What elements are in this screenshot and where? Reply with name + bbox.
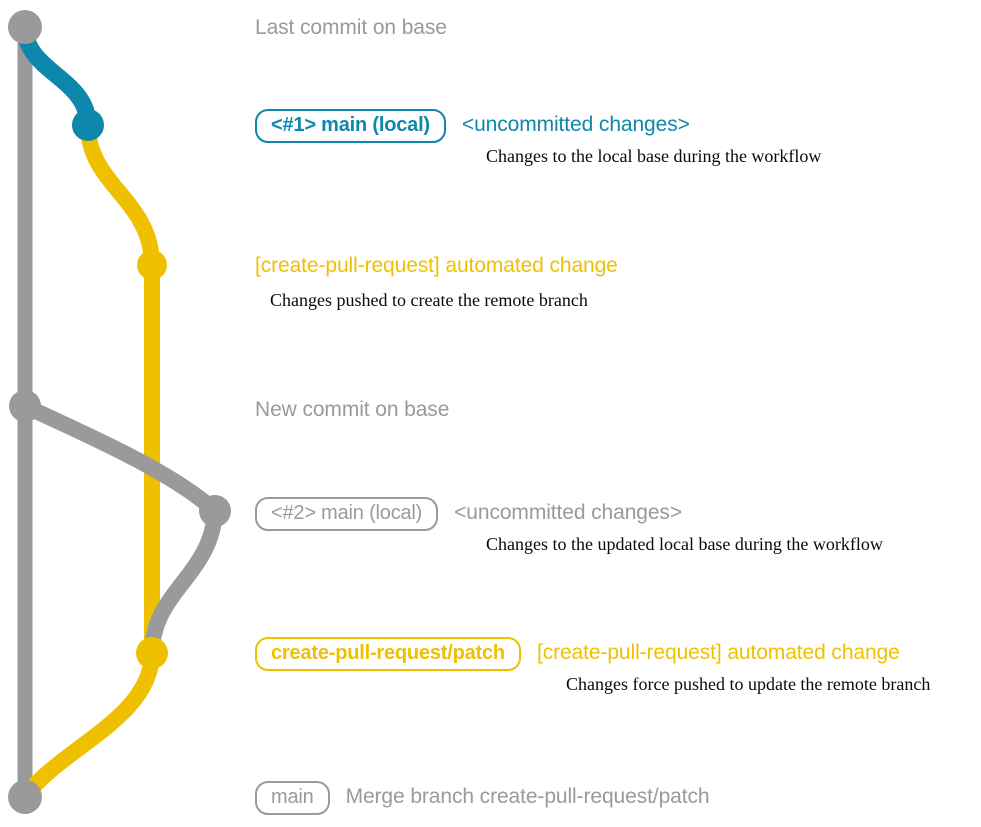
entry-description-automated-change-1: Changes pushed to create the remote bran… [270, 290, 588, 310]
commit-headline: <uncommitted changes> [461, 113, 690, 136]
commit-headline: New commit on base [255, 398, 450, 421]
entry-automated-change-1: [create-pull-request] automated change [255, 254, 618, 278]
branch-ref-pill-local-main-2[interactable]: <#2> main (local) [255, 497, 439, 531]
entry-automated-change-2: create-pull-request/patch [create-pull-r… [255, 637, 900, 671]
commit-headline: Last commit on base [255, 16, 447, 39]
entry-merge-commit: main Merge branch create-pull-request/pa… [255, 781, 710, 815]
patch-merge-edge [17, 645, 160, 805]
commit-headline: [create-pull-request] automated change [536, 641, 900, 664]
entry-description-local-main-1: Changes to the local base during the wor… [486, 146, 822, 166]
commit-node-patch-force-pushed[interactable] [136, 637, 168, 669]
commit-headline: <uncommitted changes> [454, 501, 682, 524]
commit-node-base-new-commit[interactable] [9, 390, 41, 422]
commit-headline: [create-pull-request] automated change [255, 254, 618, 277]
commit-headline: Merge branch create-pull-request/patch [345, 785, 710, 808]
entry-description-local-main-2: Changes to the updated local base during… [486, 534, 883, 554]
commit-node-base-merge[interactable] [8, 780, 42, 814]
detached-branch-edge-in [144, 503, 223, 661]
commit-node-local-uncommitted-1[interactable] [72, 109, 104, 141]
commit-node-patch-created[interactable] [137, 250, 167, 280]
branch-ref-pill-local-main-1[interactable]: <#1> main (local) [255, 109, 446, 143]
branch-ref-pill-patch[interactable]: create-pull-request/patch [255, 637, 521, 671]
local-branch-edge-1 [16, 18, 97, 134]
entry-description-automated-change-2: Changes force pushed to update the remot… [566, 674, 931, 694]
commit-node-base-head[interactable] [8, 10, 42, 44]
detached-branch-edge-out [17, 398, 223, 519]
commit-node-local-uncommitted-2[interactable] [199, 495, 231, 527]
entry-new-commit-on-base: New commit on base [255, 398, 449, 422]
entry-last-commit-on-base: Last commit on base [255, 16, 447, 40]
entry-local-main-2: <#2> main (local) <uncommitted changes> [255, 497, 682, 531]
entry-local-main-1: <#1> main (local) <uncommitted changes> [255, 109, 690, 143]
branch-ref-pill-main[interactable]: main [255, 781, 330, 815]
patch-lane-edge-1 [80, 117, 160, 273]
